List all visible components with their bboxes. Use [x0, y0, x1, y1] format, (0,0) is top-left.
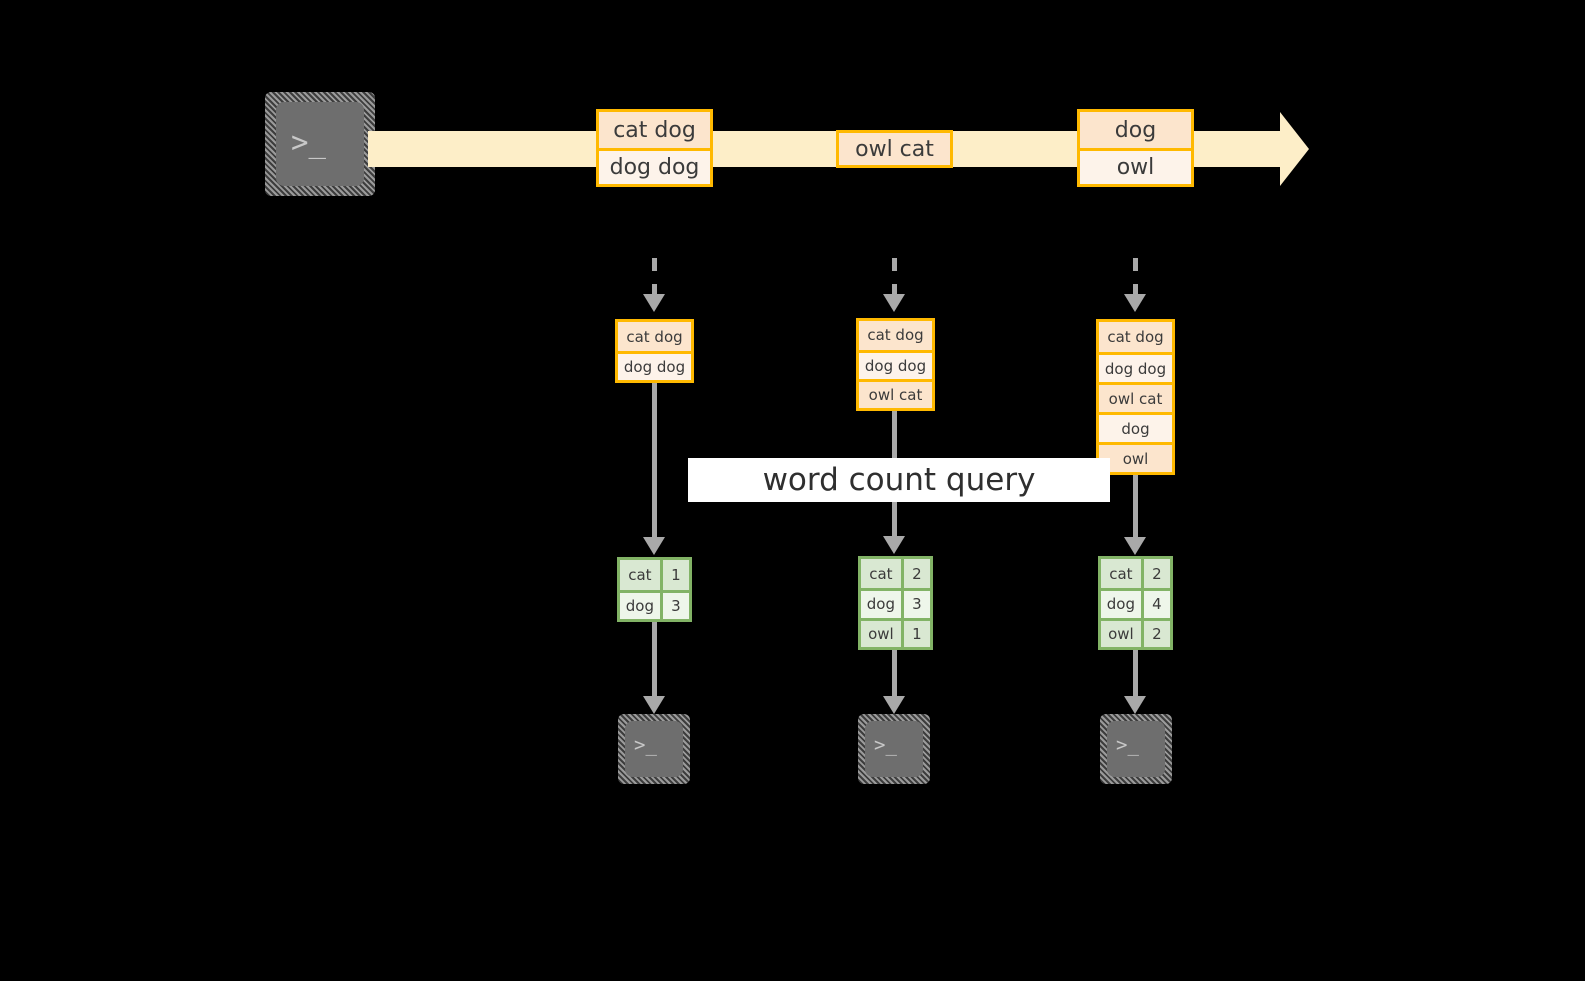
result-row: cat 1 [620, 560, 689, 590]
snapshot-2-result-table[interactable]: cat 2 dog 3 owl 1 [858, 556, 933, 650]
result-row: dog 3 [620, 589, 689, 619]
result-count: 4 [1143, 591, 1170, 618]
log-line: dog dog [618, 351, 691, 380]
output-connector-2 [883, 650, 905, 714]
snapshot-2-consumer-terminal-icon[interactable]: >_ [858, 714, 930, 784]
result-count: 3 [903, 591, 930, 618]
dashed-connector [1124, 258, 1146, 312]
result-row: owl 1 [861, 617, 930, 647]
result-row: dog 3 [861, 588, 930, 618]
result-word: cat [861, 559, 904, 589]
terminal-prompt-glyph: >_ [874, 734, 897, 756]
result-row: cat 2 [861, 559, 930, 589]
terminal-prompt-glyph: >_ [634, 734, 657, 756]
result-count: 2 [1143, 559, 1170, 589]
producer-terminal-icon[interactable]: >_ [265, 92, 375, 196]
result-word: dog [620, 592, 663, 619]
snapshot-3-consumer-terminal-icon[interactable]: >_ [1100, 714, 1172, 784]
result-word: owl [1101, 620, 1144, 647]
stream-arrow-right-icon [1280, 112, 1309, 186]
terminal-screen [625, 721, 683, 777]
result-count: 1 [662, 560, 689, 590]
snapshot-1-result-table[interactable]: cat 1 dog 3 [617, 557, 692, 622]
log-line: dog [1099, 412, 1172, 442]
log-line: dog dog [859, 349, 932, 379]
log-line: owl cat [859, 378, 932, 408]
stream-batch-3[interactable]: dog owl [1077, 109, 1194, 187]
stream-line: dog [1080, 112, 1191, 148]
result-row: dog 4 [1101, 588, 1170, 618]
stream-line: owl [1080, 148, 1191, 184]
snapshot-1-accumulated-log[interactable]: cat dog dog dog [615, 319, 694, 383]
result-word: dog [1101, 591, 1144, 618]
query-connector-3 [1124, 475, 1146, 555]
result-word: dog [861, 591, 904, 618]
result-row: cat 2 [1101, 559, 1170, 589]
stream-line: owl cat [839, 133, 950, 165]
output-connector-3 [1124, 650, 1146, 714]
stream-line: dog dog [599, 148, 710, 184]
log-line: cat dog [859, 321, 932, 350]
result-word: cat [620, 560, 663, 590]
snapshot-1-consumer-terminal-icon[interactable]: >_ [618, 714, 690, 784]
snapshot-3-accumulated-log[interactable]: cat dog dog dog owl cat dog owl [1096, 319, 1175, 475]
dashed-connector [643, 258, 665, 312]
stream-line: cat dog [599, 112, 710, 148]
stream-batch-1[interactable]: cat dog dog dog [596, 109, 713, 187]
result-count: 3 [662, 592, 689, 619]
log-line: dog dog [1099, 352, 1172, 382]
log-line: owl cat [1099, 382, 1172, 412]
result-count: 2 [903, 559, 930, 589]
terminal-screen [276, 102, 364, 186]
dashed-connector [883, 258, 905, 312]
result-count: 2 [1143, 620, 1170, 647]
query-connector-1 [643, 383, 665, 555]
log-line: cat dog [1099, 322, 1172, 352]
terminal-screen [1107, 721, 1165, 777]
page-title: word count query [762, 462, 1036, 498]
snapshot-2-accumulated-log[interactable]: cat dog dog dog owl cat [856, 318, 935, 411]
result-word: cat [1101, 559, 1144, 589]
log-line: owl [1099, 442, 1172, 472]
result-word: owl [861, 620, 904, 647]
snapshot-3-result-table[interactable]: cat 2 dog 4 owl 2 [1098, 556, 1173, 650]
output-connector-1 [643, 622, 665, 714]
result-count: 1 [903, 620, 930, 647]
terminal-screen [865, 721, 923, 777]
query-label-band: word count query [688, 458, 1110, 502]
stream-batch-2[interactable]: owl cat [836, 130, 953, 168]
terminal-prompt-glyph: >_ [1116, 734, 1139, 756]
log-line: cat dog [618, 322, 691, 351]
terminal-prompt-glyph: >_ [291, 125, 326, 159]
result-row: owl 2 [1101, 617, 1170, 647]
